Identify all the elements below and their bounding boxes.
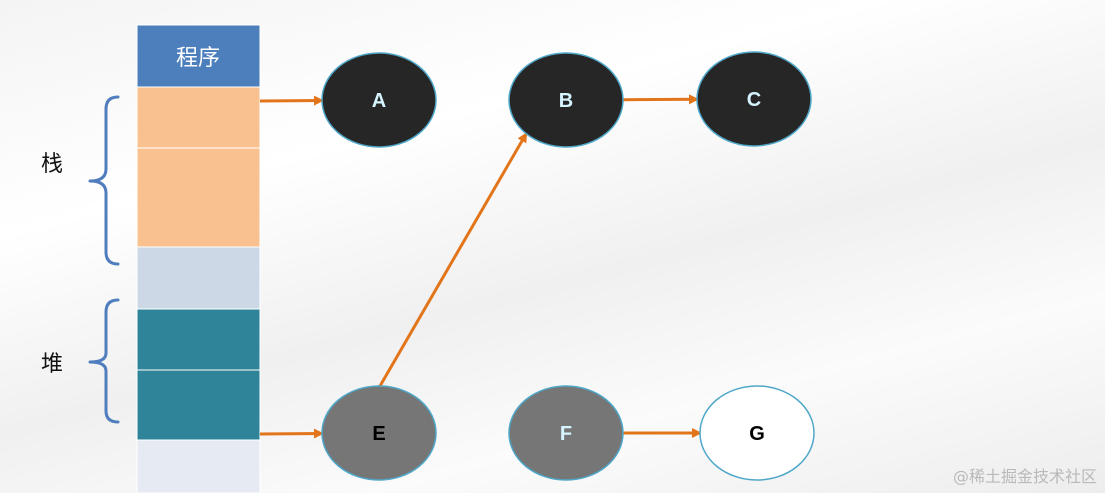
stack-slot-1 <box>136 86 261 149</box>
node-b-label: B <box>559 90 573 112</box>
watermark: @稀土掘金技术社区 <box>952 467 1097 486</box>
program-block <box>136 24 261 88</box>
node-f-label: F <box>560 423 572 445</box>
free-memory-slot <box>136 246 261 310</box>
node-e-label: E <box>372 423 385 445</box>
heap-slot-2 <box>136 369 261 441</box>
stack-brace <box>88 95 120 266</box>
node-c-label: C <box>747 89 761 111</box>
heap-label: 堆 <box>41 352 63 377</box>
stack-slot-2 <box>136 147 261 248</box>
heap-slot-1 <box>136 308 261 371</box>
node-e: E <box>321 385 437 481</box>
node-c-ellipse <box>696 51 812 147</box>
node-g-label: G <box>749 423 765 445</box>
edge-e-to-b <box>378 132 528 387</box>
node-a-label: A <box>372 90 386 112</box>
stack-label: 栈 <box>41 152 63 177</box>
object-nodes: A B C E F G <box>321 51 815 481</box>
node-b: B <box>508 52 624 148</box>
bottom-memory-slot <box>136 439 261 493</box>
memory-column: 程序 <box>136 24 261 493</box>
node-e-ellipse <box>321 385 437 481</box>
edge-stack-to-a <box>259 95 325 106</box>
node-g: G <box>699 385 815 481</box>
reference-edges <box>259 94 702 439</box>
node-c: C <box>696 51 812 147</box>
node-f: F <box>508 385 624 481</box>
heap-brace <box>88 298 120 424</box>
node-f-ellipse <box>508 385 624 481</box>
node-b-ellipse <box>508 52 624 148</box>
node-g-ellipse <box>699 385 815 481</box>
program-label: 程序 <box>176 46 220 71</box>
node-a-ellipse <box>321 52 437 148</box>
node-a: A <box>321 52 437 148</box>
edge-heap-to-e <box>259 428 325 439</box>
